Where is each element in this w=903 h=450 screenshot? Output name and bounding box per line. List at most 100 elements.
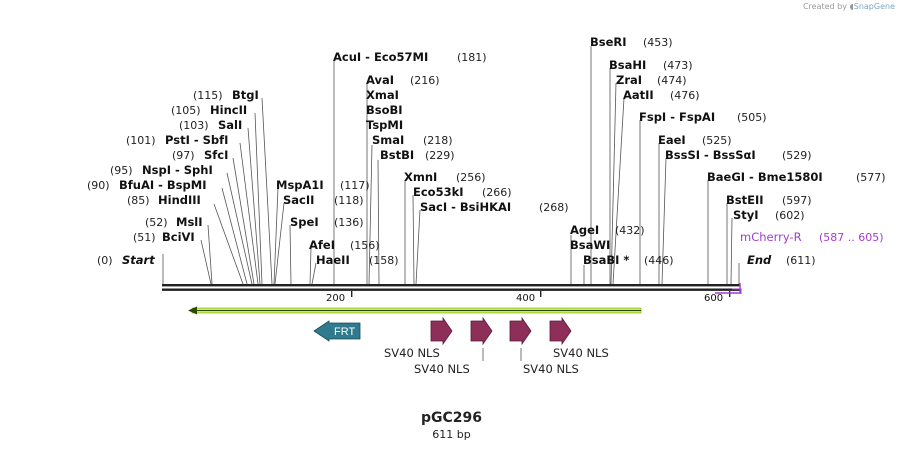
site-pos: (453) [643,36,673,49]
site-name[interactable]: SalI [218,118,242,132]
primer-range: (587 .. 605) [819,231,884,244]
site-name[interactable]: MspA1I [276,178,324,192]
site-pos: (505) [737,111,767,124]
site-name[interactable]: XmnI [404,170,437,184]
scale-axis: 200 400 600 [326,291,731,304]
site-pos: (266) [482,186,512,199]
site-pos: (52) [145,216,168,229]
site-name[interactable]: EaeI [658,133,686,147]
site-name[interactable]: TspMI [366,118,403,132]
site-pos: (432) [615,224,645,237]
site-name[interactable]: BsaBI * [583,253,629,267]
site-name[interactable]: End [747,253,772,267]
nls-label: SV40 NLS [384,346,440,360]
nls-label: SV40 NLS [523,362,579,376]
site-pos: (136) [334,216,364,229]
site-pos: (602) [775,209,805,222]
site-pos: (218) [423,134,453,147]
sv40-nls-features[interactable]: SV40 NLS SV40 NLS SV40 NLS SV40 NLS [384,316,609,376]
site-name[interactable]: AcuI - Eco57MI [333,50,428,64]
primer-mcherry-r[interactable]: mCherry-R (587 .. 605) [715,230,884,294]
site-name[interactable]: BsoBI [366,103,403,117]
snapgene-credit: Created by ◖SnapGene [803,2,895,11]
site-name[interactable]: BfuAI - BspMI [119,178,206,192]
site-name[interactable]: AvaI [366,73,394,87]
credit-prefix: Created by [802,2,847,11]
site-name[interactable]: StyI [733,208,759,222]
site-pos: (577) [856,171,886,184]
site-pos: (0) [97,254,113,267]
site-pos: (256) [456,171,486,184]
dna-backbone [162,284,740,291]
site-pos: (446) [644,254,674,267]
site-pos: (97) [172,149,195,162]
site-pos: (229) [425,149,455,162]
orf-arrow[interactable] [188,306,642,315]
site-pos: (525) [702,134,732,147]
site-name[interactable]: AfeI [309,238,335,252]
site-name[interactable]: HincII [210,103,247,117]
site-pos: (105) [171,104,201,117]
site-pos: (473) [663,59,693,72]
site-name[interactable]: SacII [283,193,314,207]
site-name[interactable]: Start [122,253,155,267]
site-name[interactable]: BstBI [380,148,414,162]
tick-label: 400 [516,293,535,304]
site-pos: (95) [110,164,133,177]
site-pos: (115) [193,89,223,102]
site-pos: (181) [457,51,487,64]
site-name[interactable]: BsaHI [609,58,646,72]
leader-lines [162,46,740,285]
site-pos: (268) [539,201,569,214]
plasmid-name: pGC296 [420,410,482,426]
site-name[interactable]: BssSI - BssSαI [665,148,756,162]
site-pos: (158) [369,254,399,267]
site-pos: (476) [670,89,700,102]
site-pos: (85) [127,194,150,207]
site-name[interactable]: XmaI [366,88,399,102]
site-pos: (611) [786,254,816,267]
credit-brand: SnapGene [853,2,895,11]
site-pos: (156) [350,239,380,252]
snapgene-logo-icon: ◖ [849,2,854,11]
site-pos: (101) [126,134,156,147]
site-name[interactable]: BtgI [232,88,259,102]
site-pos: (216) [410,74,440,87]
site-name[interactable]: ZraI [616,73,642,87]
site-name[interactable]: NspI - SphI [142,163,213,177]
site-name[interactable]: BseRI [590,35,627,49]
site-name[interactable]: BaeGI - Bme1580I [707,170,823,184]
site-name[interactable]: SmaI [372,133,404,147]
site-labels: (0) Start (51) BciVI (52) MslI (85) Hind… [87,35,886,267]
site-pos: (529) [782,149,812,162]
site-name[interactable]: HindIII [158,193,201,207]
nls-label: SV40 NLS [553,346,609,360]
nls-label: SV40 NLS [414,362,470,376]
site-name[interactable]: AatII [623,88,654,102]
site-pos: (90) [87,179,110,192]
site-pos: (103) [179,119,209,132]
site-name[interactable]: BciVI [162,230,195,244]
site-name[interactable]: FspI - FspAI [639,110,715,124]
tick-label: 200 [326,293,345,304]
site-name[interactable]: SacI - BsiHKAI [420,200,511,214]
frt-feature[interactable]: FRT [313,320,361,342]
tick-label: 600 [704,293,723,304]
site-name[interactable]: MslI [176,215,203,229]
site-name[interactable]: Eco53kI [413,185,464,199]
site-name[interactable]: PstI - SbfI [165,133,228,147]
site-pos: (117) [340,179,370,192]
site-name[interactable]: HaeII [316,253,350,267]
site-name[interactable]: BsaWI [570,238,610,252]
site-name[interactable]: AgeI [570,223,599,237]
site-pos: (597) [782,194,812,207]
site-pos: (118) [334,194,364,207]
plasmid-length: 611 bp [432,428,471,441]
site-pos: (474) [657,74,687,87]
frt-label: FRT [334,326,355,338]
site-name[interactable]: BstEII [726,193,764,207]
site-name[interactable]: SfcI [204,148,228,162]
site-name[interactable]: SpeI [290,215,319,229]
primer-name: mCherry-R [740,230,802,244]
